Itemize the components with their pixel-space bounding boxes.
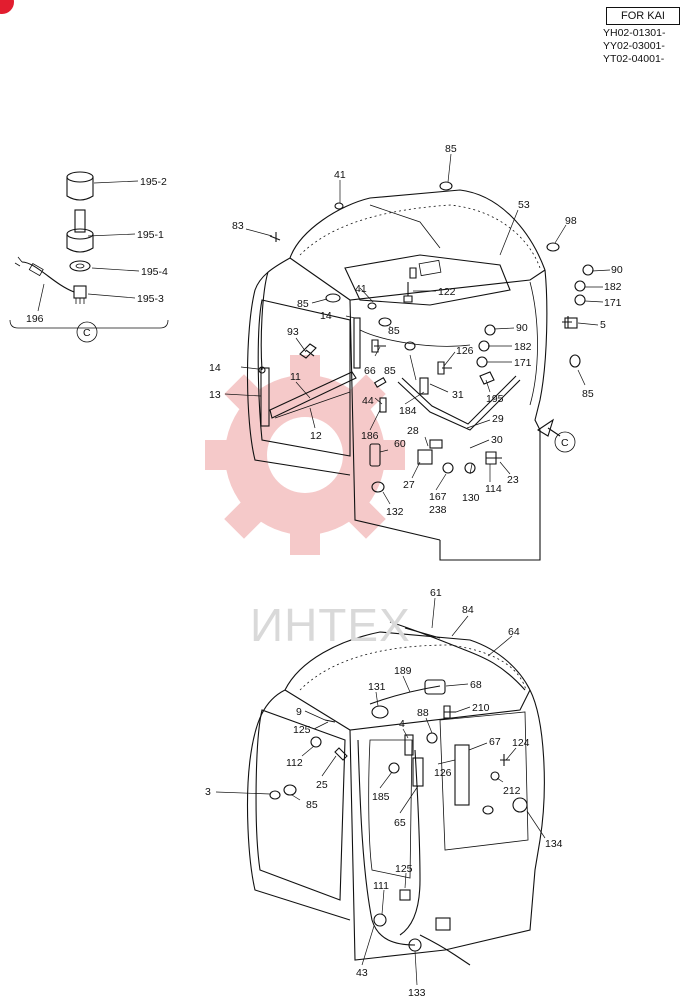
callout-124: 124 xyxy=(512,737,530,749)
callout-60: 60 xyxy=(394,438,406,450)
lower-cab-leaders xyxy=(215,597,546,986)
callout-3: 3 xyxy=(205,786,211,798)
callout-66: 66 xyxy=(364,365,376,377)
callout-196: 196 xyxy=(26,313,44,325)
upper-cab-body xyxy=(246,181,594,561)
callout-126b: 126 xyxy=(434,767,452,779)
callout-85e: 85 xyxy=(582,388,594,400)
callout-41b: 41 xyxy=(355,283,367,295)
callout-210: 210 xyxy=(472,702,490,714)
callout-167: 167 xyxy=(429,491,447,503)
callout-23: 23 xyxy=(507,474,519,486)
callout-13: 13 xyxy=(209,389,221,401)
callout-43: 43 xyxy=(356,967,368,979)
callout-88: 88 xyxy=(417,707,429,719)
callout-122: 122 xyxy=(438,286,456,298)
serial-ranges: YH02-01301- YY02-03001- YT02-04001- xyxy=(603,27,665,66)
callout-14: 14 xyxy=(320,310,332,322)
upper-cab-leaders xyxy=(224,153,611,505)
lower-cab-body xyxy=(246,621,545,966)
model-label: FOR KAI xyxy=(606,7,680,25)
callout-134: 134 xyxy=(545,838,563,850)
callout-212: 212 xyxy=(503,785,521,797)
callout-171: 171 xyxy=(604,297,622,309)
callout-98: 98 xyxy=(565,215,577,227)
callout-11: 11 xyxy=(290,371,301,383)
callout-90: 90 xyxy=(611,264,623,276)
callout-126: 126 xyxy=(456,345,474,357)
callout-9: 9 xyxy=(296,706,302,718)
callout-238: 238 xyxy=(429,504,447,516)
callout-31: 31 xyxy=(452,389,464,401)
callout-61: 61 xyxy=(430,587,442,599)
callout-125: 125 xyxy=(293,724,311,736)
callout-171b: 171 xyxy=(514,357,532,369)
detail-c-parts xyxy=(9,171,169,343)
callout-112: 112 xyxy=(286,757,303,769)
callout-44: 44 xyxy=(362,395,374,407)
callout-85b: 85 xyxy=(297,298,309,310)
callout-41: 41 xyxy=(334,169,346,181)
callout-84: 84 xyxy=(462,604,474,616)
detail-c-callouts: 195-2 195-1 195-4 195-3 196 C xyxy=(26,176,168,339)
callout-30: 30 xyxy=(491,434,503,446)
callout-184: 184 xyxy=(399,405,417,417)
lower-cab-callouts: 61 84 64 189 131 68 9 4 88 210 125 67 12… xyxy=(205,587,563,999)
callout-132: 132 xyxy=(386,506,404,518)
callout-65: 65 xyxy=(394,817,406,829)
callout-185: 185 xyxy=(372,791,390,803)
view-arrow-label: C xyxy=(561,437,569,449)
callout-182b: 182 xyxy=(514,341,532,353)
callout-83: 83 xyxy=(232,220,244,232)
callout-131: 131 xyxy=(368,681,386,693)
callout-64: 64 xyxy=(508,626,520,638)
callout-125b: 125 xyxy=(395,863,413,875)
callout-182: 182 xyxy=(604,281,622,293)
callout-53: 53 xyxy=(518,199,530,211)
callout-29: 29 xyxy=(492,413,504,425)
callout-25: 25 xyxy=(316,779,328,791)
callout-67: 67 xyxy=(489,736,501,748)
callout-130: 130 xyxy=(462,492,480,504)
callout-12: 12 xyxy=(310,430,322,442)
callout-27: 27 xyxy=(403,479,415,491)
callout-93: 93 xyxy=(287,326,299,338)
callout-85d: 85 xyxy=(384,365,396,377)
watermark-text: ИНТЕХ xyxy=(250,599,411,651)
callout-5: 5 xyxy=(600,319,606,331)
serial-range: YY02-03001- xyxy=(603,40,665,52)
detail-c-view-label: C xyxy=(83,327,91,339)
callout-195-2: 195-2 xyxy=(140,176,167,188)
callout-195: 195 xyxy=(486,393,504,405)
callout-114: 114 xyxy=(485,483,502,495)
callout-85f: 85 xyxy=(306,799,318,811)
callout-68: 68 xyxy=(470,679,482,691)
callout-85: 85 xyxy=(445,143,457,155)
callout-195-1: 195-1 xyxy=(137,229,164,241)
callout-90b: 90 xyxy=(516,322,528,334)
callout-4: 4 xyxy=(399,718,405,730)
serial-range: YH02-01301- xyxy=(603,27,666,39)
callout-14b: 14 xyxy=(209,362,221,374)
callout-195-4: 195-4 xyxy=(141,266,168,278)
serial-range: YT02-04001- xyxy=(603,53,665,65)
callout-85c: 85 xyxy=(388,325,400,337)
callout-111: 111 xyxy=(373,880,389,892)
callout-186: 186 xyxy=(361,430,379,442)
callout-195-3: 195-3 xyxy=(137,293,164,305)
callout-189: 189 xyxy=(394,665,412,677)
detail-c-leaders xyxy=(37,180,140,312)
upper-cab-callouts: 85 41 83 53 98 90 182 171 5 122 41 85 14… xyxy=(209,143,623,518)
callout-133: 133 xyxy=(408,987,426,999)
callout-28: 28 xyxy=(407,425,419,437)
